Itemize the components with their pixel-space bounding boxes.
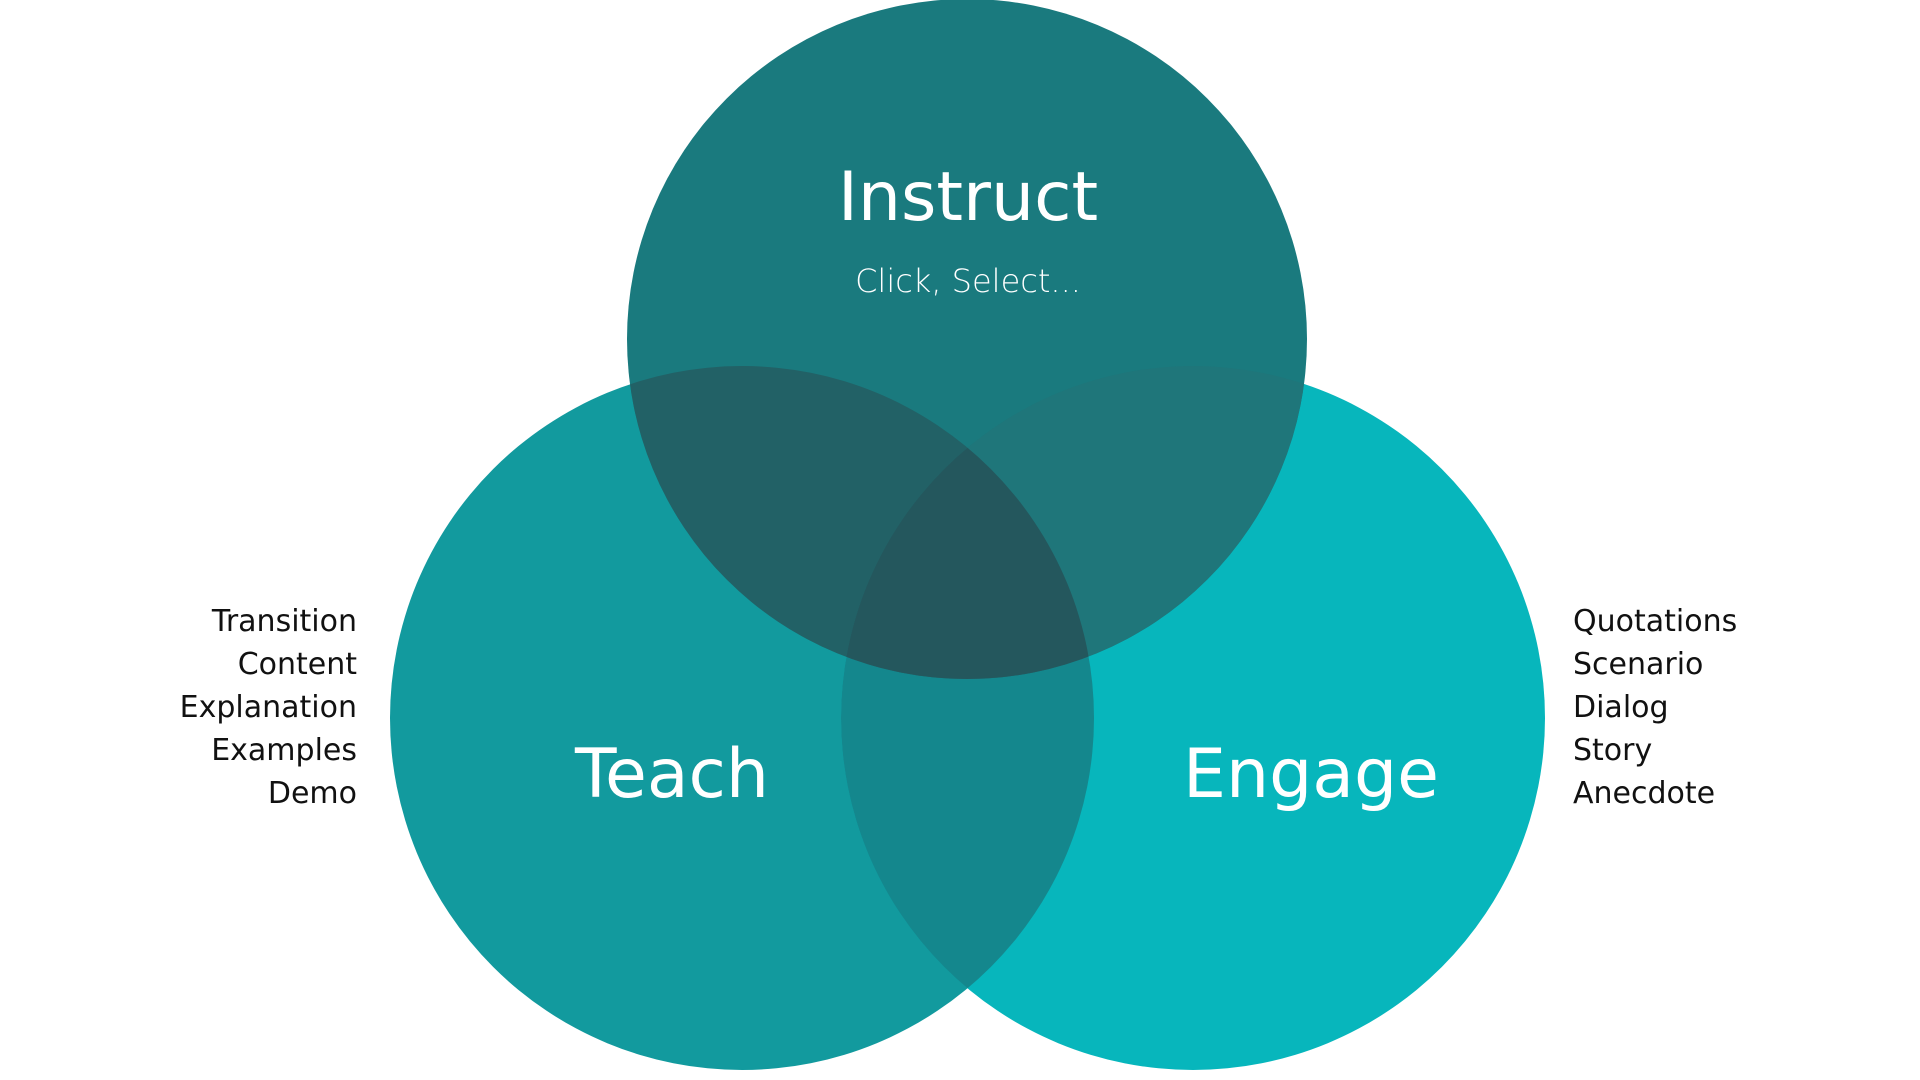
teach-list-item: Content	[237, 647, 357, 682]
teach-list-item: Examples	[211, 733, 357, 768]
engage-label: Engage	[1183, 735, 1439, 814]
engage-list-item: Quotations	[1573, 604, 1738, 639]
engage-list-item: Story	[1573, 733, 1653, 768]
teach-list-item: Transition	[211, 604, 357, 639]
instruct-label: Instruct	[838, 158, 1098, 237]
teach-list-item: Demo	[267, 776, 357, 811]
engage-list-item: Scenario	[1573, 647, 1704, 682]
engage-list-item: Anecdote	[1573, 776, 1716, 811]
center-overlap	[841, 366, 1094, 679]
engage-list-item: Dialog	[1573, 690, 1669, 725]
instruct-sublabel: Click, Select...	[855, 262, 1081, 300]
teach-label: Teach	[574, 735, 769, 814]
teach-list-item: Explanation	[179, 690, 357, 725]
